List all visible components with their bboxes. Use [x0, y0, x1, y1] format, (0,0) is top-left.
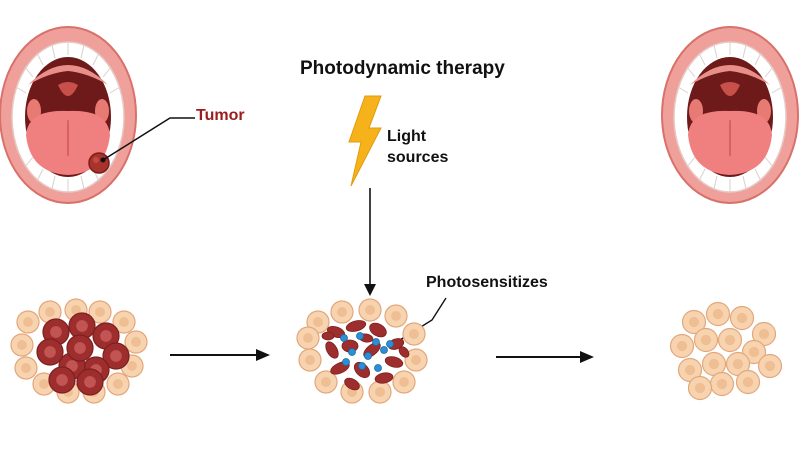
healthy-cell-nucleus — [365, 305, 375, 315]
tumor-cell-cluster — [10, 298, 148, 404]
healthy-cell-nucleus — [700, 334, 712, 346]
healthy-cell-nucleus — [724, 334, 736, 346]
photosensitized-cell-cluster — [296, 298, 428, 404]
photosensitizer-dot — [356, 332, 364, 340]
tumor-lesion — [88, 152, 110, 174]
healthy-cell-nucleus — [113, 379, 123, 389]
healthy-cell-nucleus — [748, 346, 760, 358]
damaged-cell — [344, 377, 360, 391]
cancer-cell-nucleus — [50, 326, 62, 338]
healthy-cell-nucleus — [21, 363, 31, 373]
healthy-cell-nucleus — [119, 317, 129, 327]
healthy-cell-nucleus — [716, 378, 728, 390]
tumor-pointer-dot — [100, 157, 106, 163]
healthy-mouth-icon — [661, 26, 799, 204]
damaged-cell — [398, 346, 410, 358]
photosensitizer-dot — [374, 364, 382, 372]
lightning-bolt-icon — [348, 95, 382, 187]
healthy-cell-cluster — [669, 301, 783, 401]
cancer-cell-nucleus — [74, 342, 86, 354]
arrow-2-icon — [580, 351, 594, 363]
damaged-cell — [384, 356, 404, 368]
healthy-cell-nucleus — [708, 358, 720, 370]
healthy-cell-nucleus — [303, 333, 313, 343]
tumor-lesion-highlight — [93, 157, 99, 163]
healthy-cell-nucleus — [23, 317, 33, 327]
healthy-cell-nucleus — [131, 337, 141, 347]
light-sources-label-line2: sources — [387, 149, 449, 166]
healthy-cell-nucleus — [305, 355, 315, 365]
healthy-cell-nucleus — [712, 308, 724, 320]
healthy-cell-nucleus — [676, 340, 688, 352]
healthy-cell-nucleus — [409, 329, 419, 339]
damaged-cell — [369, 322, 387, 338]
healthy-cell-nucleus — [321, 377, 331, 387]
tumor-label: Tumor — [196, 107, 245, 124]
healthy-cell-nucleus — [337, 307, 347, 317]
diagram-title: Photodynamic therapy — [300, 58, 505, 79]
photosensitizer-label: Photosensitizes — [426, 274, 548, 291]
mouth-with-tumor-icon — [0, 26, 137, 204]
cancer-cell-nucleus — [110, 350, 122, 362]
tumor-pointer-line — [102, 117, 195, 161]
healthy-cell-nucleus — [694, 382, 706, 394]
photosensitizer-dot — [348, 348, 356, 356]
cancer-cell-nucleus — [84, 376, 96, 388]
arrow-1-icon — [256, 349, 270, 361]
cancer-cell-nucleus — [76, 320, 88, 332]
healthy-cell-nucleus — [391, 311, 401, 321]
photosensitizer-dot — [386, 340, 394, 348]
healthy-cell-nucleus — [411, 355, 421, 365]
healthy-cell-nucleus — [71, 305, 81, 315]
photosensitizer-dot — [358, 362, 366, 370]
damaged-cell — [345, 320, 367, 332]
cancer-cell-nucleus — [100, 330, 112, 342]
healthy-cell-nucleus — [758, 328, 770, 340]
healthy-cell-nucleus — [17, 340, 27, 350]
healthy-cell-nucleus — [732, 358, 744, 370]
healthy-cell-nucleus — [688, 316, 700, 328]
damaged-cell — [321, 331, 335, 341]
healthy-cell-nucleus — [127, 361, 137, 371]
healthy-cell-nucleus — [313, 317, 323, 327]
photosensitizer-dot — [380, 346, 388, 354]
healthy-cell-nucleus — [736, 312, 748, 324]
damaged-cell — [325, 341, 339, 359]
healthy-cell-nucleus — [764, 360, 776, 372]
photosensitizer-dot — [342, 358, 350, 366]
cancer-cell-nucleus — [44, 346, 56, 358]
photosensitizer-dot — [364, 352, 372, 360]
damaged-cell — [374, 372, 394, 384]
healthy-cell-nucleus — [95, 307, 105, 317]
healthy-cell-nucleus — [39, 379, 49, 389]
photosensitizer-dot — [340, 334, 348, 342]
light-sources-label-line1: Light — [387, 128, 427, 145]
photosensitizer-dot — [372, 338, 380, 346]
healthy-cell-nucleus — [742, 376, 754, 388]
healthy-cell-nucleus — [45, 307, 55, 317]
healthy-cell-nucleus — [399, 377, 409, 387]
cancer-cell-nucleus — [56, 374, 68, 386]
healthy-cell-nucleus — [684, 364, 696, 376]
light-down-arrow-icon — [364, 284, 376, 296]
healthy-cell-nucleus — [375, 387, 385, 397]
